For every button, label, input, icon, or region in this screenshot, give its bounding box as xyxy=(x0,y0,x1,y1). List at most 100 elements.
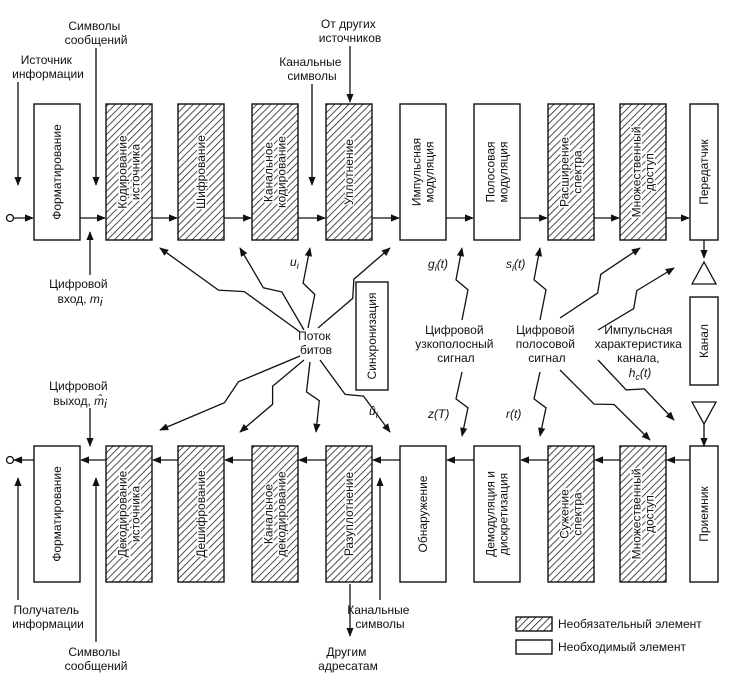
rx-block-label-1-line-0: Декодирование xyxy=(116,470,130,557)
impulse-to-rx-side xyxy=(559,369,651,441)
legend: Необязательный элемент Необходимый элеме… xyxy=(515,616,702,655)
other-destinations-line1: Другим xyxy=(326,645,366,659)
rx-block-label-7: Сужениеспектра xyxy=(558,489,585,539)
baseband-line3: сигнал xyxy=(437,351,474,365)
tx-block-label-3-line-0: Канальное xyxy=(262,142,276,203)
channel-symbols-top-line1: Канальные xyxy=(279,55,341,69)
rx-block-label-6-line-1: дискретизация xyxy=(497,473,511,555)
si-label: si(t) xyxy=(506,257,525,273)
message-symbols-top-line1: Символы xyxy=(68,19,120,33)
top-annotations: Символы сообщений Источник информации От… xyxy=(12,17,381,83)
legend-required-text: Необходимый элемент xyxy=(558,640,686,654)
digital-input-label: Цифровой вход, mi xyxy=(49,277,111,309)
ui-hat-label: ûi xyxy=(369,404,379,420)
rx-block-label-5: Обнаружение xyxy=(416,475,430,552)
rx-output-terminal xyxy=(5,455,15,465)
baseband-line1: Цифровой xyxy=(425,323,483,337)
channel-symbols-bottom-line2: символы xyxy=(355,617,404,631)
message-symbols-bottom-label: Символы сообщений xyxy=(65,645,128,673)
bit-stream-label: Поток битов xyxy=(298,329,334,357)
tx-block-4 xyxy=(325,103,373,241)
bit-stream-line1: Поток xyxy=(298,329,331,343)
rx-block-1 xyxy=(105,445,153,583)
tx-antenna xyxy=(690,260,718,285)
rx-block-label-2: Дешифрование xyxy=(194,470,208,558)
tx-block-label-9-line-0: Передатчик xyxy=(697,139,711,205)
rx-block-label-5-line-0: Обнаружение xyxy=(416,475,430,552)
message-symbols-bottom-line1: Символы xyxy=(68,645,120,659)
gi-pointer xyxy=(455,247,469,321)
digital-input-line1: Цифровой xyxy=(49,277,107,291)
impulse-line2: характеристика xyxy=(595,337,682,351)
tx-block-label-5-line-0: Импульсная xyxy=(410,138,424,206)
channel-label: Канал xyxy=(697,324,711,358)
tx-block-label-1-line-1: источника xyxy=(129,144,143,201)
rx-block-4 xyxy=(325,445,373,583)
tx-block-label-7: Расширениеспектра xyxy=(558,137,585,207)
digital-output-line2: выход, m̂i xyxy=(53,393,107,411)
other-destinations-label: Другим адресатам xyxy=(318,645,378,673)
rt-label: r(t) xyxy=(506,407,521,421)
tx-block-label-3-line-1: кодирование xyxy=(275,136,289,208)
from-other-sources-line1: От других xyxy=(321,17,376,31)
gi-label: gi(t) xyxy=(428,257,448,273)
baseband-line2: узкополосный xyxy=(415,337,493,351)
si-pointer xyxy=(533,247,547,321)
info-source-line2: информации xyxy=(12,67,84,81)
info-source-line1: Источник xyxy=(21,53,73,67)
tx-block-1 xyxy=(105,103,153,241)
tx-block-label-7-line-0: Расширение xyxy=(558,137,572,207)
bit-stream-line2: битов xyxy=(300,343,332,357)
tx-block-label-7-line-1: спектра xyxy=(571,150,585,194)
bitstream-to-demultiplexing xyxy=(319,359,391,433)
tx-block-label-0: Форматирование xyxy=(50,124,64,220)
tx-block-label-4: Уплотнение xyxy=(342,139,356,205)
middle-annotations: Цифровой вход, mi Цифровой выход, m̂i По… xyxy=(49,255,682,421)
bitstream-to-source-decoding xyxy=(159,355,301,431)
tx-block-3 xyxy=(251,103,299,241)
tx-block-label-8-line-0: Множественный xyxy=(630,127,644,218)
tx-block-8 xyxy=(619,103,667,241)
rx-block-label-4-line-0: Разуплотнение xyxy=(342,471,356,556)
digital-output-line1: Цифровой xyxy=(49,379,107,393)
tx-block-5 xyxy=(399,103,447,241)
tx-block-label-5: Импульснаямодуляция xyxy=(410,138,437,206)
sync-box xyxy=(355,281,389,391)
rx-block-label-2-line-0: Дешифрование xyxy=(194,470,208,558)
channel-symbols-bottom-line1: Канальные xyxy=(347,603,409,617)
sync-block: Синхронизация xyxy=(355,281,389,391)
rx-block-label-7-line-1: спектра xyxy=(571,492,585,536)
baseband-label: Цифровой узкополосный сигнал xyxy=(415,323,497,365)
digital-input-line2: вход, mi xyxy=(58,292,103,309)
rx-block-label-6: Демодуляция идискретизация xyxy=(484,471,511,557)
rx-block-2 xyxy=(177,445,225,583)
tx-block-7 xyxy=(547,103,595,241)
from-other-sources-line2: источников xyxy=(319,31,382,45)
rx-block-8 xyxy=(619,445,667,583)
bitstream-to-source-coding xyxy=(159,247,301,333)
tx-block-label-1: Кодированиеисточника xyxy=(116,135,143,209)
connections xyxy=(5,46,690,642)
tx-block-label-6: Полосоваямодуляция xyxy=(484,141,511,202)
channel-section: Канал xyxy=(689,240,719,447)
rx-block-label-8-line-1: доступ xyxy=(643,495,657,533)
tx-block-label-4-line-0: Уплотнение xyxy=(342,139,356,205)
info-receiver-line1: Получатель xyxy=(14,603,80,617)
digital-output-label: Цифровой выход, m̂i xyxy=(49,379,111,411)
rx-block-5 xyxy=(399,445,447,583)
rx-block-label-3: Канальноедекодирование xyxy=(262,471,289,557)
channel-response-upper xyxy=(597,267,675,331)
rx-block-label-3-line-1: декодирование xyxy=(275,471,289,557)
channel-symbols-top-line2: символы xyxy=(287,69,336,83)
bitstream-to-decryption xyxy=(239,359,305,433)
legend-optional-swatch xyxy=(515,616,553,632)
tx-block-label-0-line-0: Форматирование xyxy=(50,124,64,220)
bitstream-to-channel-decoding xyxy=(305,361,321,433)
zT-pointer xyxy=(455,371,469,437)
tx-block-label-3: Канальноекодирование xyxy=(262,136,289,208)
rx-block-6 xyxy=(473,445,521,583)
bandpass-line3: сигнал xyxy=(528,351,565,365)
bitstream-to-multiplexing xyxy=(317,247,391,329)
